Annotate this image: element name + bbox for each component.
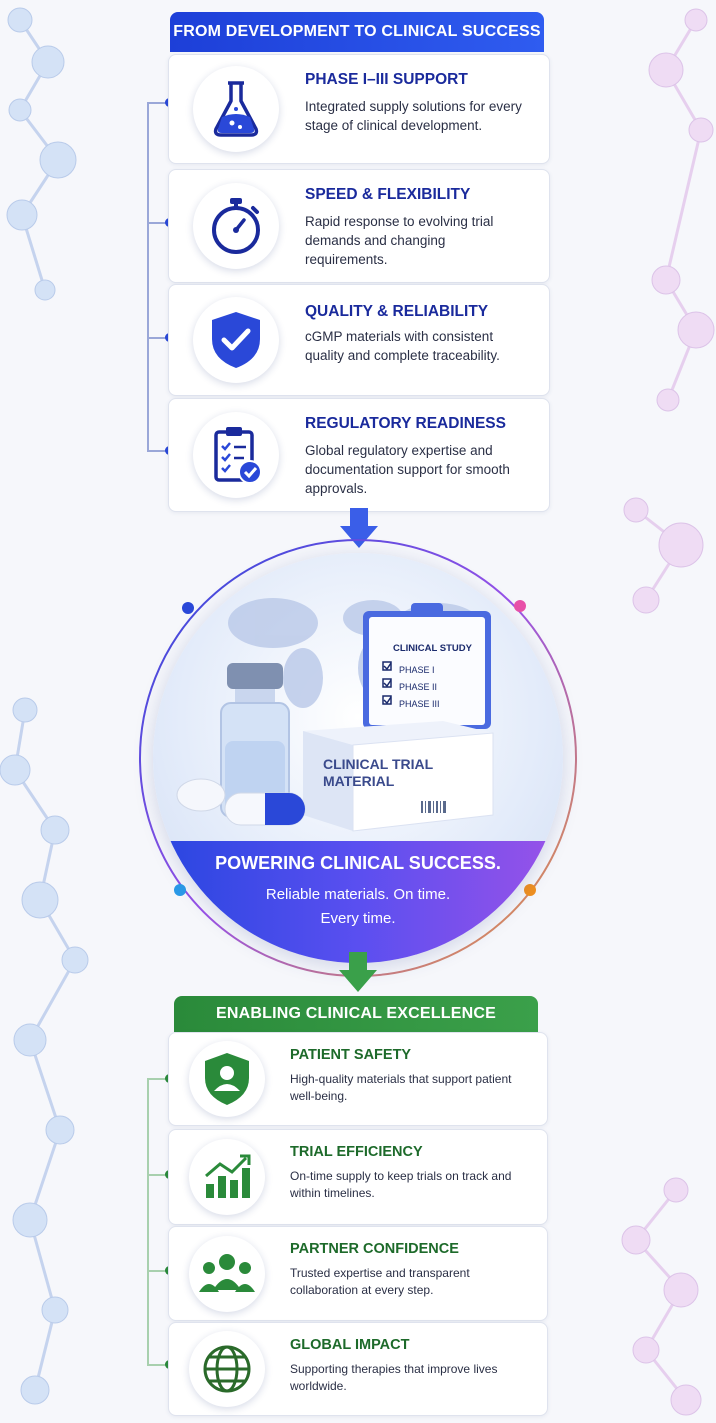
card-title: PHASE I–III SUPPORT bbox=[305, 71, 468, 88]
card-description: cGMP materials with consistent quality a… bbox=[305, 329, 500, 363]
molecule-decoration-right-mid bbox=[623, 497, 704, 614]
clipboard-phase: PHASE I bbox=[399, 665, 435, 675]
molecule-decoration-left-bottom bbox=[0, 697, 89, 1405]
clipboard-checklist-icon bbox=[193, 412, 279, 498]
hub-title: POWERING CLINICAL SUCCESS. bbox=[215, 853, 501, 873]
top-timeline-connector bbox=[147, 450, 169, 452]
hub-subtitle-line: Reliable materials. On time. bbox=[265, 886, 451, 903]
pill-tablet-graphic bbox=[176, 778, 306, 826]
card-patient-safety: PATIENT SAFETY High-quality materials th… bbox=[168, 1032, 548, 1126]
card-description: High-quality materials that support pati… bbox=[290, 1072, 512, 1103]
card-title: PARTNER CONFIDENCE bbox=[290, 1241, 459, 1257]
card-description: Trusted expertise and transparent collab… bbox=[290, 1266, 470, 1297]
clipboard-title: CLINICAL STUDY bbox=[393, 643, 472, 654]
card-description: Rapid response to evolving trial demands… bbox=[305, 214, 494, 267]
card-speed-flexibility: SPEED & FLEXIBILITY Rapid response to ev… bbox=[168, 169, 550, 283]
molecule-decoration-right-top bbox=[648, 8, 715, 412]
down-arrow-icon bbox=[340, 508, 378, 548]
bottom-timeline-connector bbox=[147, 1270, 169, 1272]
box-label: MATERIAL bbox=[323, 773, 395, 789]
top-timeline-connector bbox=[147, 102, 169, 104]
top-timeline-connector bbox=[147, 337, 169, 339]
stopwatch-icon bbox=[193, 183, 279, 269]
clipboard-phase: PHASE III bbox=[399, 699, 440, 709]
growth-chart-icon bbox=[189, 1139, 265, 1215]
molecule-decoration-right-bottom bbox=[621, 1177, 702, 1416]
card-title: SPEED & FLEXIBILITY bbox=[305, 186, 471, 203]
card-title: TRIAL EFFICIENCY bbox=[290, 1144, 423, 1160]
clipboard-phase: PHASE II bbox=[399, 682, 438, 692]
down-arrow-icon bbox=[339, 952, 377, 992]
card-global-impact: GLOBAL IMPACT Supporting therapies that … bbox=[168, 1322, 548, 1416]
bottom-timeline-connector bbox=[147, 1078, 169, 1080]
bottom-timeline-connector bbox=[147, 1174, 169, 1176]
clinical-study-clipboard bbox=[363, 603, 491, 729]
card-partner-confidence: PARTNER CONFIDENCE Trusted expertise and… bbox=[168, 1226, 548, 1321]
bottom-timeline bbox=[147, 1078, 149, 1364]
card-regulatory-readiness: REGULATORY READINESS Global regulatory e… bbox=[168, 398, 550, 512]
card-phase-support: PHASE I–III SUPPORT Integrated supply so… bbox=[168, 54, 550, 164]
card-title: PATIENT SAFETY bbox=[290, 1047, 412, 1063]
bottom-section-banner: ENABLING CLINICAL EXCELLENCE bbox=[174, 996, 538, 1032]
top-section-banner: FROM DEVELOPMENT TO CLINICAL SUCCESS bbox=[170, 12, 544, 52]
hub-subtitle-line: Every time. bbox=[320, 910, 396, 927]
card-description: On-time supply to keep trials on track a… bbox=[290, 1169, 512, 1200]
group-icon bbox=[189, 1235, 265, 1312]
card-title: REGULATORY READINESS bbox=[305, 415, 506, 432]
hub-subtitle: Reliable materials. On time. Every time. bbox=[153, 883, 563, 931]
molecule-decoration-left-top bbox=[6, 7, 77, 301]
globe-icon bbox=[189, 1331, 265, 1407]
box-label: CLINICAL TRIAL bbox=[323, 756, 434, 772]
bottom-timeline-connector bbox=[147, 1364, 169, 1366]
card-description: Integrated supply solutions for every st… bbox=[305, 99, 522, 133]
hub-banner-band bbox=[153, 841, 563, 963]
hub-illustration: CLINICAL STUDY PHASE I PHASE II PHASE II… bbox=[153, 553, 563, 963]
shield-check-icon bbox=[193, 297, 279, 383]
card-title: QUALITY & RELIABILITY bbox=[305, 303, 489, 320]
shield-person-icon bbox=[189, 1041, 265, 1117]
top-timeline-connector bbox=[147, 222, 169, 224]
card-description: Supporting therapies that improve lives … bbox=[290, 1362, 498, 1393]
card-title: GLOBAL IMPACT bbox=[290, 1337, 410, 1353]
flask-icon bbox=[193, 66, 279, 152]
top-timeline bbox=[147, 102, 149, 450]
card-trial-efficiency: TRIAL EFFICIENCY On-time supply to keep … bbox=[168, 1129, 548, 1225]
material-box bbox=[303, 721, 494, 832]
card-description: Global regulatory expertise and document… bbox=[305, 443, 510, 496]
card-quality-reliability: QUALITY & RELIABILITY cGMP materials wit… bbox=[168, 284, 550, 396]
